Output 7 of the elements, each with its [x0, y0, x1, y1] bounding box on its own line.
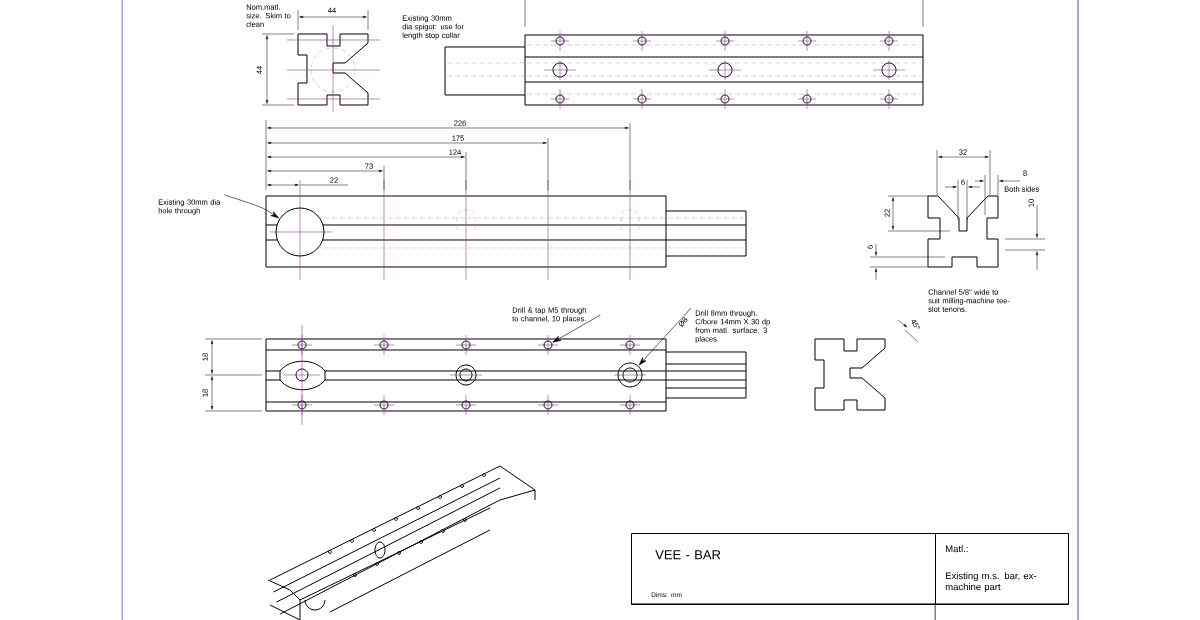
leader-line — [638, 307, 692, 366]
title-block-cell: Matl.: Existing m.s. bar, ex-machine part — [935, 533, 1069, 605]
hole — [543, 340, 553, 350]
leader-line — [224, 194, 279, 219]
hole — [275, 207, 325, 257]
hole — [617, 362, 643, 388]
leader-line — [552, 314, 601, 343]
